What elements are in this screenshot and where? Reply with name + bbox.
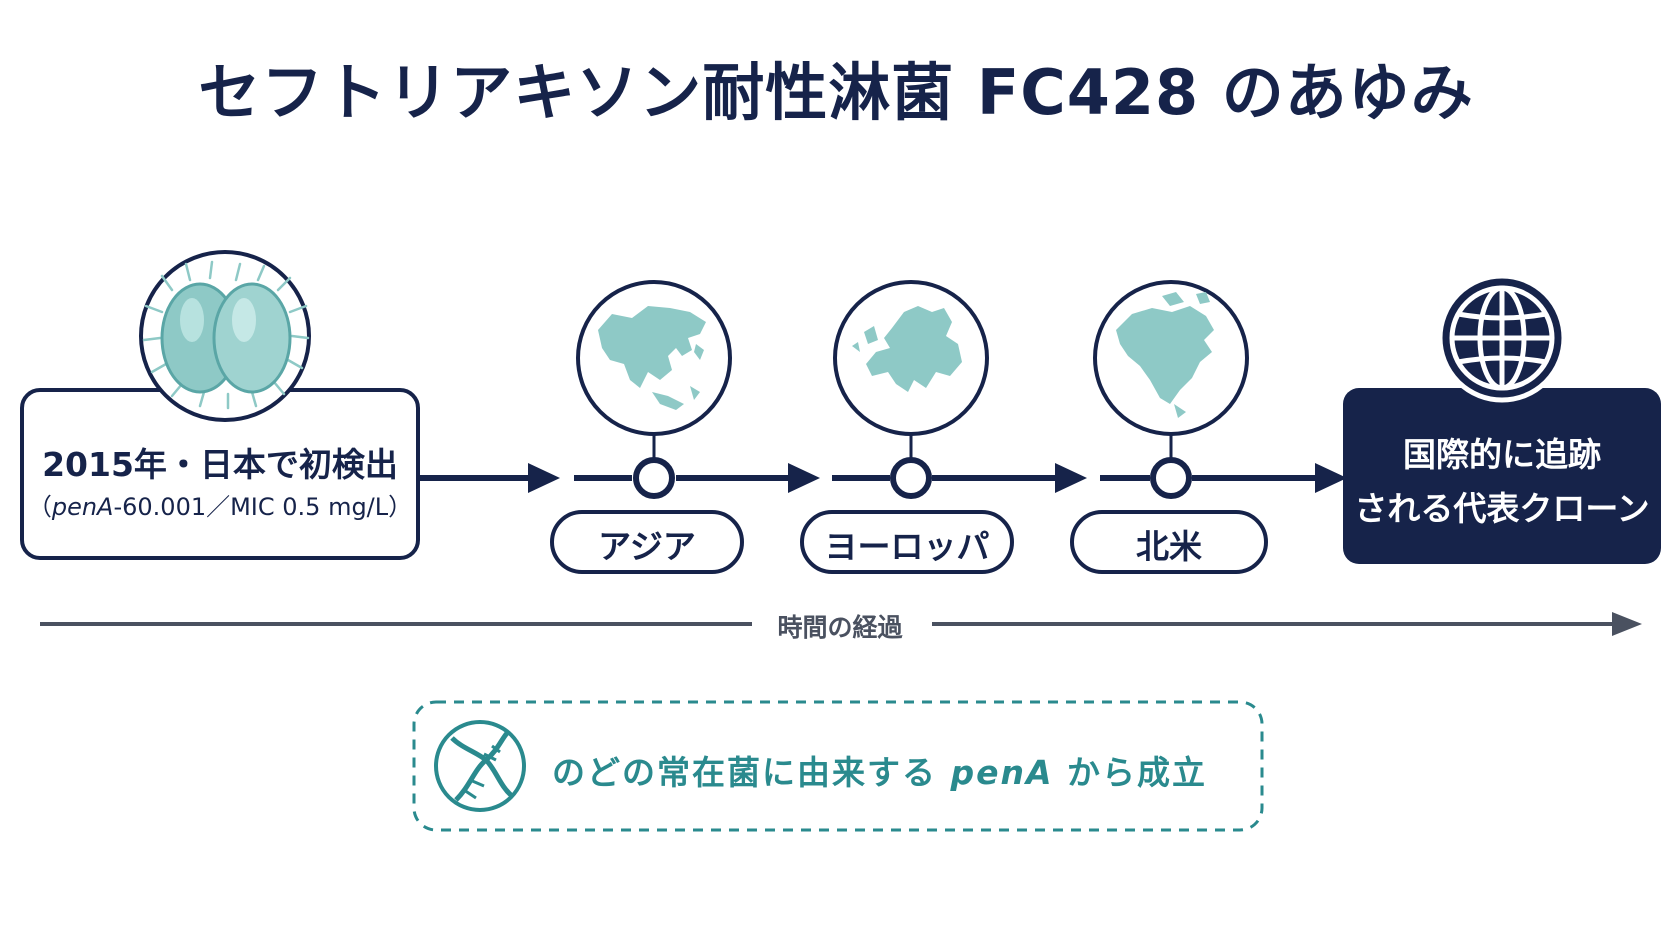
region-label-europe: ヨーロッパ [824, 527, 990, 566]
origin-sublabel: （penA-60.001／MIC 0.5 mg/L） [27, 493, 413, 521]
region-pill-north-america [1070, 510, 1268, 574]
final-box [1343, 388, 1661, 564]
region-label-asia: アジア [598, 527, 696, 566]
region-label-north-america: 北米 [1136, 527, 1202, 566]
globe-icon [1437, 273, 1567, 403]
time-axis-label: 時間の経過 [777, 613, 903, 642]
asia-map-icon [576, 280, 732, 436]
page-title: セフトリアキソン耐性淋菌 FC428 のあゆみ [198, 56, 1474, 129]
dna-icon [434, 720, 526, 812]
north-america-map-icon [1093, 280, 1249, 436]
note-box [412, 700, 1264, 832]
bacteria-icon [139, 250, 311, 422]
final-label-line2: される代表クローン [1354, 489, 1650, 528]
final-label-line1: 国際的に追跡 [1403, 435, 1601, 474]
note-label: のどの常在菌に由来する penA から成立 [552, 753, 1208, 792]
region-pill-europe [800, 510, 1014, 574]
region-pill-asia [550, 510, 744, 574]
europe-map-icon [833, 280, 989, 436]
origin-label: 2015年・日本で初検出 [42, 445, 398, 484]
